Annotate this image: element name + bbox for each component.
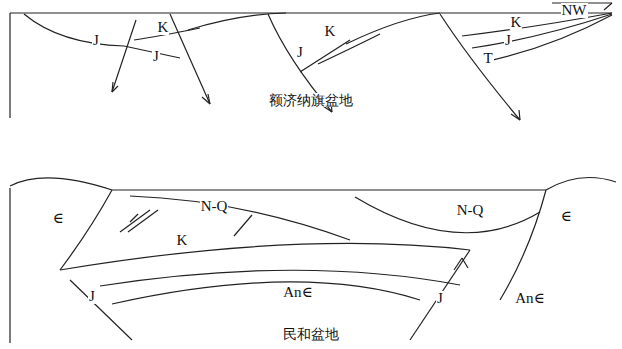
geologic-line bbox=[546, 178, 616, 191]
geologic-line bbox=[170, 14, 210, 104]
geologic-line bbox=[24, 14, 124, 46]
stratum-label: N-Q bbox=[200, 199, 229, 214]
stratum-label: J bbox=[436, 291, 444, 306]
geologic-line bbox=[454, 258, 462, 270]
geologic-line bbox=[128, 210, 158, 232]
stratum-label: ∈ bbox=[559, 209, 572, 224]
stratum-label: K bbox=[176, 233, 189, 248]
geologic-line bbox=[410, 250, 470, 340]
geologic-line bbox=[130, 214, 138, 222]
geologic-line bbox=[100, 270, 460, 286]
geologic-line bbox=[120, 210, 150, 232]
stratum-label: K bbox=[510, 15, 523, 30]
stratum-label: NW bbox=[561, 3, 588, 18]
geologic-line bbox=[234, 215, 252, 236]
geologic-line bbox=[484, 15, 612, 62]
geologic-line bbox=[60, 243, 470, 270]
geologic-line bbox=[60, 190, 112, 270]
geologic-line bbox=[9, 13, 10, 118]
geologic-line bbox=[462, 258, 468, 268]
geologic-line bbox=[112, 20, 136, 92]
geologic-line bbox=[346, 13, 440, 44]
stratum-label: J bbox=[152, 49, 160, 64]
basin-caption: 民和盆地 bbox=[280, 327, 342, 341]
stratum-label: J bbox=[92, 33, 100, 48]
stratum-label: J bbox=[504, 33, 512, 48]
fault-arrow bbox=[202, 94, 210, 104]
geologic-line bbox=[355, 197, 540, 233]
geologic-line bbox=[604, 3, 612, 10]
basin-caption: 额济纳旗盆地 bbox=[266, 93, 356, 107]
stratum-label: J bbox=[296, 45, 304, 60]
geologic-line bbox=[472, 14, 612, 48]
geologic-line bbox=[130, 196, 350, 240]
fault-arrow bbox=[511, 110, 520, 120]
stratum-label: J bbox=[88, 289, 96, 304]
geologic-line bbox=[500, 190, 546, 300]
geologic-line bbox=[112, 189, 546, 190]
stratum-label: T bbox=[482, 51, 493, 66]
geologic-line bbox=[300, 40, 350, 72]
geologic-line bbox=[462, 13, 612, 36]
stratum-label: An∈ bbox=[282, 285, 313, 300]
geologic-line bbox=[112, 282, 420, 304]
geologic-line bbox=[318, 34, 380, 64]
fault-arrow bbox=[112, 82, 118, 92]
stratum-label: K bbox=[324, 24, 337, 39]
stratum-label: An∈ bbox=[514, 291, 545, 306]
stratum-label: ∈ bbox=[51, 211, 64, 226]
geologic-line bbox=[70, 280, 132, 340]
stratum-label: N-Q bbox=[456, 203, 485, 218]
geologic-line bbox=[10, 12, 612, 13]
geologic-line bbox=[10, 178, 112, 190]
geologic-line bbox=[9, 188, 10, 343]
stratum-label: K bbox=[157, 20, 170, 35]
